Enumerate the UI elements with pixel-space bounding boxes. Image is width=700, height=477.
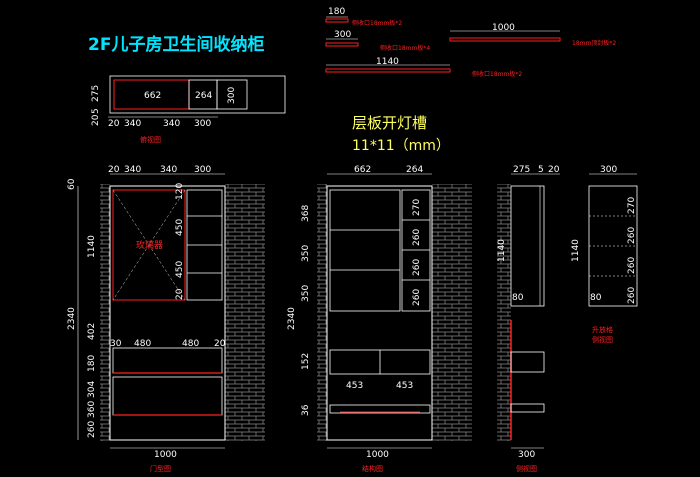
caption: 升放格	[592, 325, 613, 334]
dim-text: 340	[124, 165, 141, 175]
dim-text: 662	[144, 91, 161, 101]
dim-text: 260	[87, 421, 97, 438]
dim-text: 304	[87, 381, 97, 398]
dim-text: 340	[163, 119, 180, 129]
dim-text: 270	[627, 197, 637, 214]
part-label: 侧收口18mm板*2	[472, 70, 522, 78]
side-view: 275 5 20 1140 80 300 侧视图	[497, 165, 560, 473]
dim-text: 300	[600, 165, 617, 175]
dim-text: 368	[301, 205, 311, 222]
dim-text: 350	[301, 245, 311, 262]
dim-text: 260	[627, 227, 637, 244]
dim-text: 36	[301, 404, 311, 416]
dim-text: 20	[91, 114, 101, 126]
caption: 门型图	[150, 464, 171, 473]
dim-text: 340	[160, 165, 177, 175]
parts-list: 180 侧收口18mm板*2 300 侧收口18mm板*4 1140 侧收口18…	[325, 7, 616, 78]
dim-text: 264	[195, 91, 212, 101]
dim-text: 480	[182, 339, 199, 349]
top-view: 662 264 300 275 5 20 20 340 340 300 俯视图	[91, 75, 286, 144]
dim-text: 340	[124, 119, 141, 129]
part-label: 侧收口18mm板*2	[352, 19, 402, 27]
dim-text: 275	[91, 85, 101, 102]
dim-text: 1140	[571, 239, 581, 262]
dim-text: 453	[396, 381, 413, 391]
dim-text: 453	[346, 381, 363, 391]
dim-text: 1140	[87, 235, 97, 258]
dim-text: 80	[590, 293, 602, 303]
dim-text: 275	[513, 165, 530, 175]
structure-view: 662 264 368 350 350 2340 152 36 270 260 …	[287, 165, 472, 473]
dim-text: 260	[412, 289, 422, 306]
dim-text: 450	[175, 219, 185, 236]
dim-text: 180	[87, 355, 97, 372]
dim-text: 1140	[497, 239, 507, 262]
dim-text: 480	[134, 339, 151, 349]
caption: 侧视图	[516, 464, 537, 473]
lift-view: 300 1140 270 260 260 260 80 升放格 侧视图	[571, 165, 638, 344]
dim-text: 360	[87, 401, 97, 418]
dim-text: 450	[175, 261, 185, 278]
dim-text: 402	[87, 323, 97, 340]
dim-text: 20	[108, 119, 120, 129]
dim-text: 5	[91, 108, 101, 114]
dim-text: 120	[175, 183, 185, 200]
dim-text: 264	[406, 165, 423, 175]
dim-text: 300	[194, 119, 211, 129]
part-dim: 180	[328, 7, 345, 17]
dim-text: 260	[627, 287, 637, 304]
dim-text: 350	[301, 285, 311, 302]
dim-text: 300	[518, 450, 535, 460]
dim-text: 20	[548, 165, 560, 175]
note-line2: 11*11（mm）	[352, 138, 450, 154]
dim-text: 20	[108, 165, 120, 175]
dim-text: 2340	[67, 307, 77, 330]
dim-text: 60	[67, 178, 77, 190]
part-dim: 300	[334, 30, 351, 40]
dim-text: 80	[512, 293, 524, 303]
caption: 俯视图	[140, 135, 161, 144]
dim-text: 300	[227, 87, 237, 104]
caption: 侧视图	[592, 335, 613, 344]
dim-text: 260	[412, 229, 422, 246]
dim-text: 260	[627, 257, 637, 274]
part-label: 18mm顶封板*2	[572, 39, 616, 47]
note-line1: 层板开灯槽	[352, 114, 427, 132]
dim-text: 1000	[366, 450, 389, 460]
dim-text: 662	[354, 165, 371, 175]
drawing-title: 2F儿子房卫生间收纳柜	[88, 34, 264, 55]
dim-text: 20	[214, 339, 226, 349]
dim-text: 270	[412, 199, 422, 216]
mirror-label: 玫璃器	[136, 239, 163, 251]
door-view: 玫璃器 60 1140 2340 402 180 304 360 260 20 …	[67, 165, 265, 473]
dim-text: 5	[538, 165, 544, 175]
part-dim: 1000	[492, 23, 515, 33]
dim-text: 300	[194, 165, 211, 175]
dim-text: 30	[110, 339, 122, 349]
caption: 结构图	[362, 464, 383, 473]
dim-text: 152	[301, 353, 311, 370]
dim-text: 1000	[154, 450, 177, 460]
part-label: 侧收口18mm板*4	[380, 44, 430, 52]
dim-text: 20	[175, 288, 185, 300]
dim-text: 2340	[287, 307, 297, 330]
dim-text: 260	[412, 259, 422, 276]
part-dim: 1140	[376, 57, 399, 67]
